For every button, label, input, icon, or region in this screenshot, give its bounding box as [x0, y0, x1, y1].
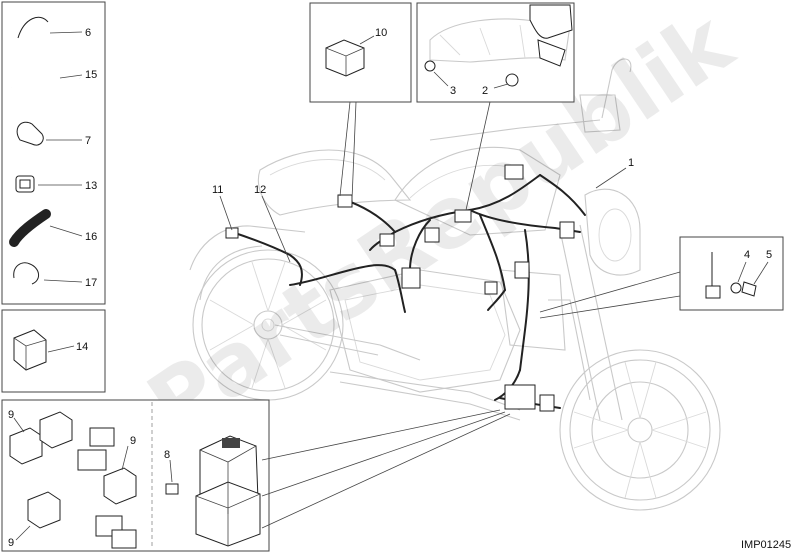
clamp-icon [16, 121, 44, 146]
clips-and-ties-box: 6 15 7 13 16 17 [1, 1, 106, 305]
rear-connector [225, 227, 239, 239]
callout-10: 10 [375, 27, 387, 39]
relay-icon [103, 467, 137, 505]
grommet-icon [505, 73, 519, 87]
rear-cable [231, 231, 303, 286]
screw-icon [741, 281, 757, 297]
callout-3: 3 [450, 85, 456, 97]
callout-14: 14 [76, 341, 88, 353]
callout-9-bottom: 9 [8, 537, 14, 549]
harness-connector [424, 227, 440, 243]
bracket-icon [537, 39, 566, 67]
bracket-icon [529, 4, 573, 39]
callout-2: 2 [482, 85, 488, 97]
fuse-box-cover [222, 438, 240, 448]
callout-6: 6 [85, 27, 91, 39]
callout-11: 11 [212, 184, 223, 196]
harness-connector [559, 221, 575, 239]
fuse-relay-box: 9 9 9 8 [1, 399, 511, 552]
cable-holder-icon [13, 262, 39, 285]
detail-box-2-3: 3 2 [416, 2, 575, 211]
rear-cable [394, 269, 406, 313]
callout-17: 17 [85, 277, 97, 289]
main-callouts: 1 11 12 [212, 157, 634, 263]
grommet-icon [424, 60, 436, 72]
callout-8: 8 [164, 449, 170, 461]
callout-16: 16 [85, 231, 97, 243]
washer-icon [730, 282, 742, 294]
relay-box-14: 14 [1, 309, 106, 393]
callout-4: 4 [744, 249, 750, 261]
reference-code: IMP01245 [741, 539, 791, 551]
callout-13: 13 [85, 180, 97, 192]
terminal-icon [705, 285, 721, 299]
callout-9-top: 9 [8, 409, 14, 421]
relay-icon [39, 411, 73, 449]
detail-box-4-5: 4 5 [539, 236, 784, 319]
module-icon [13, 329, 47, 371]
callout-9-right: 9 [130, 435, 136, 447]
relay-socket-icon [111, 529, 137, 549]
main-wiring-harness [337, 164, 586, 412]
motorcycle-outline [189, 58, 721, 511]
detail-box-10: 10 [309, 2, 412, 201]
rear-cable [289, 264, 396, 286]
harness-connector [504, 164, 524, 180]
harness-connector [539, 394, 555, 412]
callout-15: 15 [85, 69, 97, 81]
fuse-icon [165, 483, 179, 495]
callout-7: 7 [85, 135, 91, 147]
harness-connector [401, 267, 421, 289]
relay-icon [9, 427, 43, 465]
harness-junction-block [504, 384, 536, 410]
harness-connector [514, 261, 530, 279]
harness-connector [454, 209, 472, 223]
relay-socket-icon [77, 449, 107, 471]
harness-connector [379, 233, 395, 247]
callout-5: 5 [766, 249, 772, 261]
cable-tie-icon [17, 16, 49, 39]
harness-connector [484, 281, 498, 295]
callout-1: 1 [628, 157, 634, 169]
harness-connector [337, 194, 353, 208]
relay-icon [27, 491, 61, 529]
control-unit-icon [325, 39, 365, 77]
callout-12: 12 [254, 184, 266, 196]
sleeve-icon [9, 209, 51, 247]
relay-socket-icon [89, 427, 115, 447]
